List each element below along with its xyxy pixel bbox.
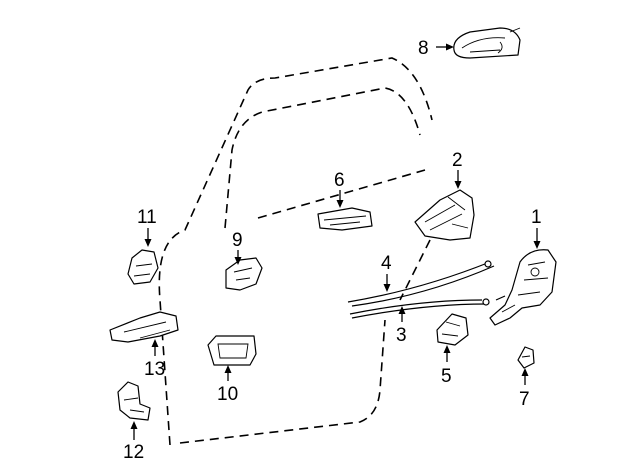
callout-12: 12 [123, 442, 144, 463]
callout-7: 7 [519, 389, 530, 410]
lock-housing-part [414, 189, 475, 241]
door-lock-assembly-part [489, 249, 557, 326]
callout-8: 8 [418, 38, 429, 59]
callout-11: 11 [137, 207, 157, 228]
callout-4: 4 [381, 253, 392, 274]
callout-5: 5 [441, 366, 452, 387]
door-outline [158, 57, 433, 446]
callout-13: 13 [144, 359, 165, 380]
callout-2: 2 [452, 150, 463, 171]
callout-6: 6 [334, 170, 345, 191]
inside-handle-part [225, 257, 263, 291]
cable-clip-part [317, 207, 373, 231]
small-clip-part [517, 346, 535, 369]
handle-bezel-part [207, 335, 257, 366]
callout-9: 9 [232, 230, 243, 251]
leader-lines [130, 43, 541, 440]
hinge-bracket-part [109, 311, 179, 343]
lower-hinge-part [117, 381, 151, 421]
lock-bracket-part [127, 249, 159, 285]
rod-holder-part [436, 313, 469, 346]
callout-1: 1 [531, 207, 542, 228]
callout-3: 3 [396, 325, 407, 346]
callout-10: 10 [217, 384, 238, 405]
control-cables [347, 260, 506, 319]
outside-handle-part [453, 27, 521, 59]
